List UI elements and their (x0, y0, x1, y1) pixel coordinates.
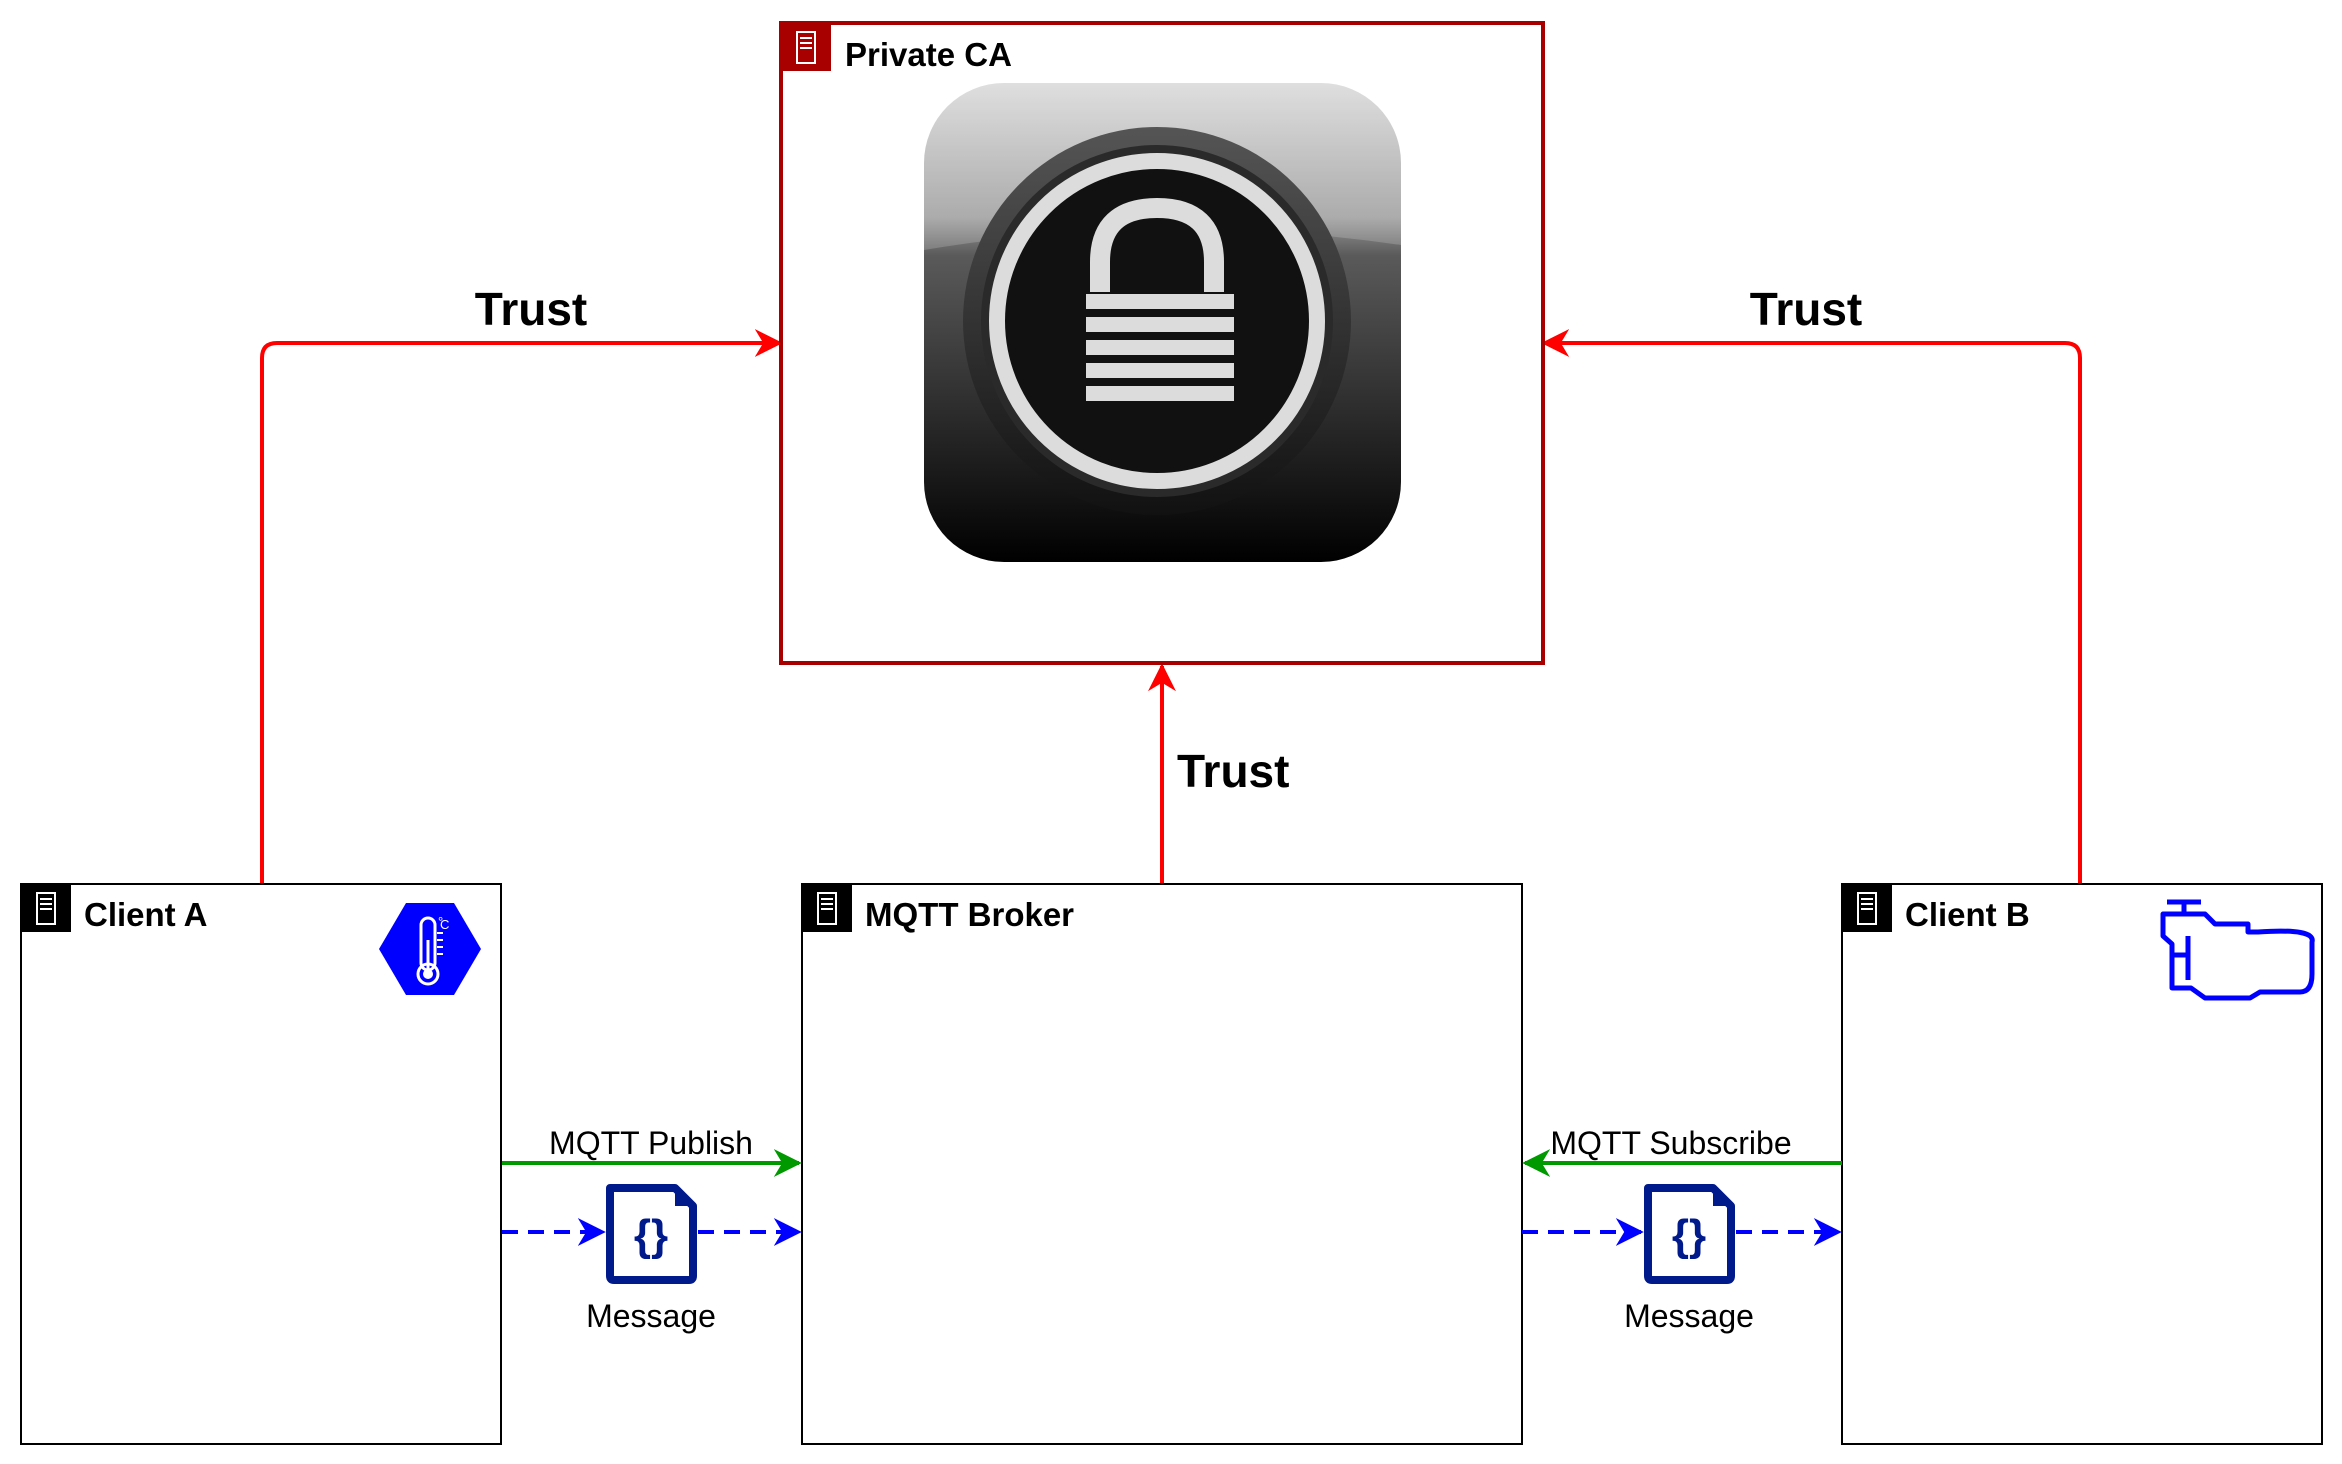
publish-label: MQTT Publish (549, 1125, 753, 1161)
mqtt-broker-title: MQTT Broker (865, 896, 1074, 933)
private-ca-title: Private CA (845, 36, 1012, 73)
trust-edge-client-b (1541, 329, 2082, 884)
svg-text:C: C (440, 917, 449, 932)
trust-label-broker: Trust (1177, 745, 1289, 797)
server-icon (802, 884, 852, 932)
svg-text:{}: {} (1672, 1211, 1706, 1260)
thermometer-sensor-icon: ° C (379, 903, 481, 995)
server-icon (781, 23, 831, 71)
message-label-left: Message (586, 1298, 716, 1334)
client-a-node: Client A ° C (20, 883, 502, 1445)
mqtt-broker-node: MQTT Broker (801, 883, 1523, 1445)
json-document-icon: {} (606, 1184, 697, 1284)
svg-text:{}: {} (634, 1211, 668, 1260)
subscribe-label: MQTT Subscribe (1550, 1125, 1791, 1161)
padlock-keychain-icon (924, 83, 1401, 562)
client-a-title: Client A (84, 896, 207, 933)
private-ca-node: Private CA (779, 21, 1545, 665)
trust-label-client-b: Trust (1750, 283, 1862, 335)
server-icon (1842, 884, 1892, 932)
trust-label-client-a: Trust (475, 283, 587, 335)
json-document-icon: {} (1644, 1184, 1735, 1284)
trust-edge-client-a (260, 329, 783, 884)
client-b-node: Client B (1841, 883, 2323, 1445)
server-icon (21, 884, 71, 932)
client-b-title: Client B (1905, 896, 2030, 933)
svg-text:°: ° (438, 914, 443, 929)
engine-icon (2160, 899, 2315, 1001)
message-label-right: Message (1624, 1298, 1754, 1334)
